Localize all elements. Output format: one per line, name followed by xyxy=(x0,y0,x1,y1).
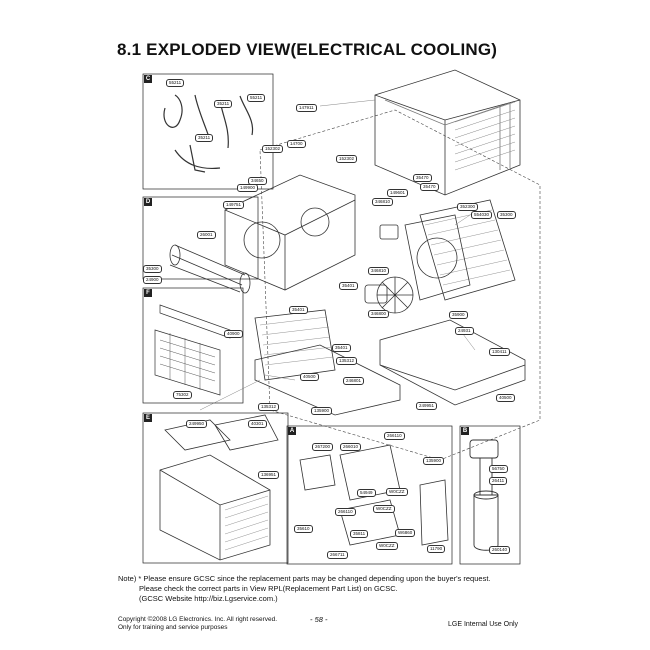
part-label: W6860 xyxy=(395,529,416,537)
note-line-3: (GCSC Website http://biz.Lgservice.com.) xyxy=(139,594,278,603)
part-label: 26001 xyxy=(197,231,216,239)
part-label: 11790 xyxy=(427,545,446,553)
part-label: 55211 xyxy=(166,79,185,87)
crossflow-fan xyxy=(169,244,251,294)
part-label: W0CZZ xyxy=(373,505,395,513)
part-label: 26411 xyxy=(489,477,508,485)
front-cover xyxy=(159,414,279,561)
part-label: 35470 xyxy=(420,183,439,191)
part-label: 35401 xyxy=(289,306,308,314)
part-label: 246801 xyxy=(343,377,365,385)
part-label: 40900 xyxy=(224,330,243,338)
part-label: 40500 xyxy=(496,394,515,402)
part-label: W0CZZ xyxy=(386,488,408,496)
part-label: 554030 xyxy=(471,211,493,219)
section-b-box xyxy=(459,425,521,565)
part-label: 260140 xyxy=(489,546,511,554)
copyright-line-1: Copyright ©2008 LG Electronics. Inc. All… xyxy=(118,616,278,623)
page-number: - 58 - xyxy=(310,615,328,624)
internal-use-notice: LGE Internal Use Only xyxy=(448,621,519,628)
section-f-box xyxy=(142,287,244,404)
part-label: 249951 xyxy=(416,402,438,410)
part-label: 130411 xyxy=(489,348,510,356)
part-label: 152302 xyxy=(262,145,284,153)
shroud-fan xyxy=(376,214,471,314)
front-grille xyxy=(154,304,231,396)
part-label: 35900 xyxy=(449,311,468,319)
part-label: 35211 xyxy=(195,134,214,142)
part-label: 266110 xyxy=(384,432,405,440)
note-line-1: Note) * Please ensure GCSC since the rep… xyxy=(118,574,491,583)
copyright: Copyright ©2008 LG Electronics. Inc. All… xyxy=(118,616,277,632)
part-label: 135900 xyxy=(423,457,445,465)
part-label: 266010 xyxy=(340,443,362,451)
section-c-box xyxy=(142,73,274,190)
section-f-marker: F xyxy=(144,289,152,297)
part-label: 346810 xyxy=(368,267,390,275)
part-label: 35610 xyxy=(294,525,313,533)
outer-casing xyxy=(374,69,521,196)
part-label: 267200 xyxy=(312,443,334,451)
part-label: 35300 xyxy=(497,211,516,219)
part-label: 35401 xyxy=(332,344,351,352)
section-d-marker: D xyxy=(144,198,152,206)
part-label: 35211 xyxy=(214,100,233,108)
section-d-box xyxy=(142,196,259,280)
part-label: 35300 xyxy=(143,265,162,273)
part-label: 135312 xyxy=(258,403,280,411)
part-label: W0CZZ xyxy=(376,542,398,550)
part-label: 147911 xyxy=(296,104,317,112)
part-label: 24900 xyxy=(143,276,162,284)
part-label: 352300 xyxy=(457,203,479,211)
section-b-marker: B xyxy=(461,427,469,435)
replacement-note: Note) * Please ensure GCSC since the rep… xyxy=(118,574,491,604)
part-label: 35401 xyxy=(339,282,358,290)
part-label: 40500 xyxy=(300,373,319,381)
part-label: 149751 xyxy=(223,201,245,209)
part-label: 14700 xyxy=(287,140,306,148)
blower-housing xyxy=(224,174,356,291)
part-label: 24931 xyxy=(455,327,474,335)
section-e-marker: E xyxy=(144,414,152,422)
part-label: 266711 xyxy=(327,551,348,559)
note-line-2: Please check the correct parts in View R… xyxy=(139,584,398,593)
part-label: 35470 xyxy=(413,174,432,182)
compressor xyxy=(469,439,499,551)
part-label: 136951 xyxy=(258,471,280,479)
part-label: 249950 xyxy=(186,420,208,428)
copyright-line-2: Only for training and service purposes xyxy=(118,624,228,631)
part-label: 135312 xyxy=(336,357,358,365)
part-label: 149900 xyxy=(237,184,259,192)
part-label: 54949 xyxy=(357,489,376,497)
part-label: 149601 xyxy=(387,189,409,197)
section-a-box xyxy=(286,425,453,565)
part-label: 35811 xyxy=(350,530,369,538)
part-label: 152302 xyxy=(336,155,358,163)
part-label: 346810 xyxy=(372,198,394,206)
part-label: 75302 xyxy=(173,391,192,399)
part-label: 56750 xyxy=(489,465,508,473)
evaporator-coil xyxy=(254,309,336,381)
section-a-marker: A xyxy=(288,427,296,435)
section-e-box xyxy=(142,412,289,564)
part-label: 346800 xyxy=(368,310,390,318)
part-label: 135900 xyxy=(311,407,333,415)
page-title: 8.1 EXPLODED VIEW(ELECTRICAL COOLING) xyxy=(117,40,498,59)
part-label: 55211 xyxy=(247,94,266,102)
part-label: 266110 xyxy=(335,508,356,516)
section-c-marker: C xyxy=(144,75,152,83)
part-label: 40301 xyxy=(248,420,267,428)
base-pan xyxy=(254,319,526,416)
assembly-boundary xyxy=(259,109,541,461)
fan-motor xyxy=(364,224,399,304)
